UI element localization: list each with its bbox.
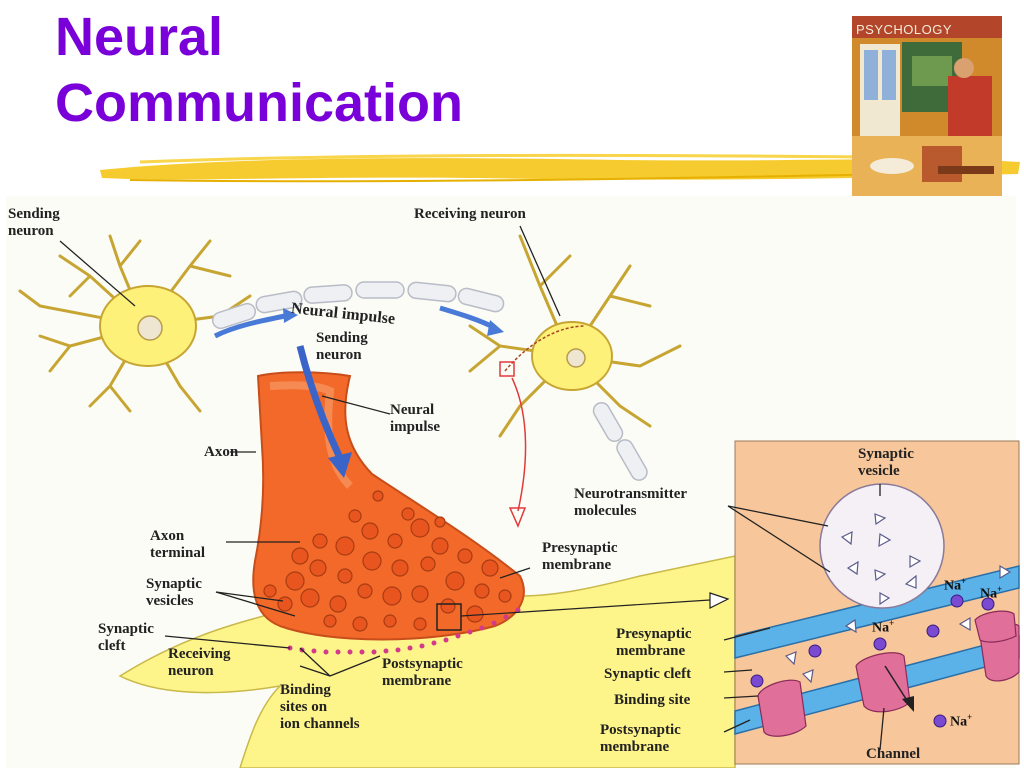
inset-label-binding-site: Binding site	[614, 692, 691, 708]
zoom-arrow-red	[511, 377, 527, 512]
book-cover-image	[852, 16, 1002, 196]
title-line-2: Communication	[55, 73, 464, 133]
label-synaptic-cleft: Synaptic cleft	[98, 621, 154, 654]
label-receiving-neuron-top: Receiving neuron	[414, 206, 526, 222]
ion-label-1: Na+	[944, 576, 967, 594]
inset-synaptic-vesicle	[819, 483, 945, 609]
inset-label-postsynaptic-membrane: Postsynaptic membrane	[600, 722, 681, 755]
title-line-1: Neural	[55, 7, 224, 67]
label-binding-sites: Binding sites on ion channels	[280, 682, 360, 732]
label-presynaptic-membrane: Presynaptic membrane	[542, 540, 618, 573]
label-synaptic-vesicles: Synaptic vesicles	[146, 576, 202, 609]
inset-label-presynaptic-membrane: Presynaptic membrane	[616, 626, 692, 659]
synapse-zoom-box	[436, 603, 462, 631]
slide-title: Neural Communication	[55, 4, 463, 136]
sodium-ions	[750, 594, 995, 728]
impulse-arrow-down	[296, 345, 344, 460]
ion-label-2: Na+	[980, 584, 1003, 602]
label-sending-neuron-mid: Sending neuron	[316, 330, 368, 363]
ion-label-3: Na+	[872, 618, 895, 636]
label-neural-impulse-mid: Neural impulse	[390, 402, 441, 435]
ion-label-4: Na+	[950, 712, 973, 730]
inset-label-neurotransmitter-molecules: Neurotransmitter molecules	[574, 486, 688, 519]
synaptic-vesicles-cluster	[263, 490, 512, 632]
book-title: PSYCHOLOGY	[856, 22, 953, 37]
inset-label-synaptic-vesicle: Synaptic vesicle	[858, 446, 914, 479]
receiving-axon	[592, 401, 648, 481]
synapse-inset-panel	[734, 440, 1020, 765]
myelinated-axon	[211, 281, 505, 330]
label-axon: Axon	[204, 444, 239, 460]
inset-label-channel: Channel	[866, 746, 921, 762]
leader-lines	[59, 225, 885, 751]
label-postsynaptic-membrane: Postsynaptic membrane	[382, 656, 463, 689]
impulse-arrow-left	[213, 313, 286, 339]
yellow-brush-stroke	[100, 153, 1020, 183]
receiving-neuron-body	[118, 555, 736, 768]
ion-channels	[757, 610, 1020, 737]
label-axon-terminal: Axon terminal	[150, 528, 205, 561]
inset-label-synaptic-cleft: Synaptic cleft	[604, 666, 692, 682]
neural-communication-diagram	[0, 196, 1024, 768]
label-sending-neuron-top: Sending neuron	[8, 206, 60, 239]
label-receiving-neuron-bottom: Receiving neuron	[168, 646, 231, 679]
